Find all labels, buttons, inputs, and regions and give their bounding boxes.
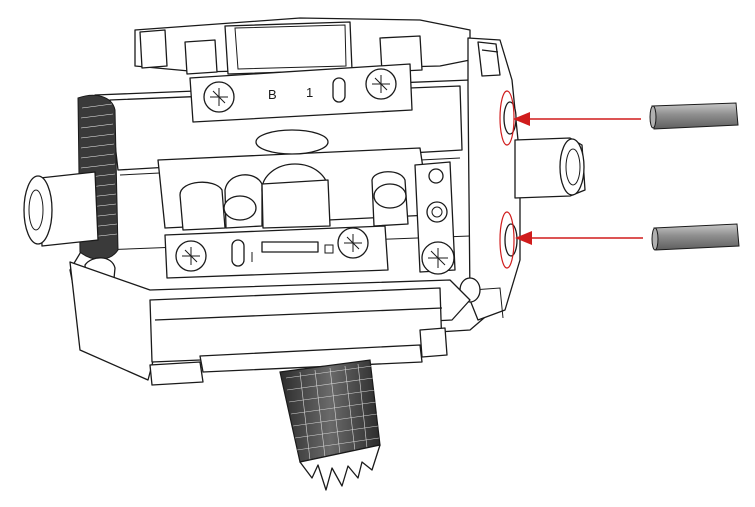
lower-plate-slot xyxy=(231,239,245,267)
top-plate-slot xyxy=(332,77,346,103)
lower-plate xyxy=(164,225,389,279)
lower-plate-screw-right xyxy=(337,227,369,259)
lower-plate-screw-left xyxy=(175,240,207,272)
lower-plate-window xyxy=(261,241,319,253)
rear-housing xyxy=(134,17,471,75)
insertion-arrow-lower xyxy=(515,231,643,245)
top-plate-screw-left xyxy=(203,81,235,113)
top-plate: B 1 xyxy=(189,63,413,123)
plate-marking-number: 1 xyxy=(306,85,313,100)
idler-screw xyxy=(421,241,455,275)
idler-lever xyxy=(414,161,456,275)
plate-marking-letter: B xyxy=(268,87,277,102)
dowel-pin-lower xyxy=(651,223,740,251)
dowel-pin-upper xyxy=(649,102,739,130)
knurled-knob xyxy=(279,359,381,491)
upper-hole-highlight-ring xyxy=(499,90,515,146)
side-plate xyxy=(459,37,586,321)
top-plate-screw-right xyxy=(365,68,397,100)
lower-hole-highlight-ring xyxy=(499,211,515,269)
base-frame xyxy=(69,261,471,386)
lower-pin-hole xyxy=(504,223,518,257)
insertion-arrow-upper xyxy=(513,112,641,126)
